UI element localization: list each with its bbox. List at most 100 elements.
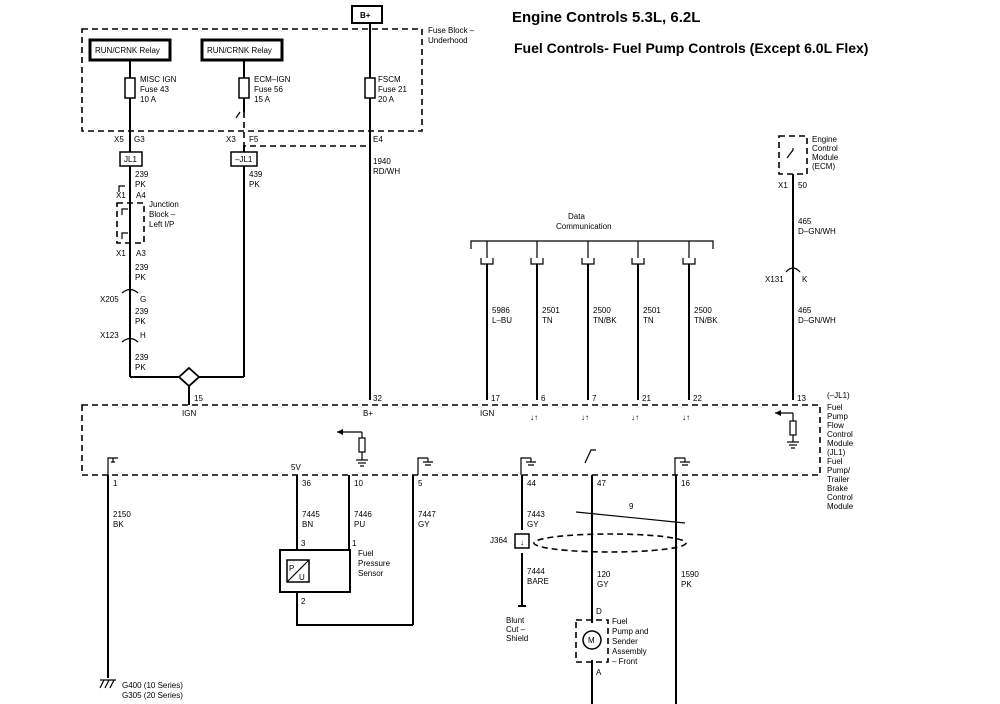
data-wire-num: 2501 <box>643 306 661 315</box>
svg-text:465: 465 <box>798 306 812 315</box>
svg-text:JL1: JL1 <box>124 155 137 164</box>
bottom-wire-color: PU <box>354 520 365 529</box>
bottom-wire-num: 1590 <box>681 570 699 579</box>
svg-text:Module: Module <box>827 439 854 448</box>
svg-text:Cut –: Cut – <box>506 625 526 634</box>
data-wire-color: TN/BK <box>593 316 617 325</box>
ground-icon <box>99 679 116 689</box>
data-wire-num: 2501 <box>542 306 560 315</box>
svg-text:Data: Data <box>568 212 585 221</box>
svg-text:7444: 7444 <box>527 567 545 576</box>
motor-icon <box>582 630 602 650</box>
svg-text:Fuse 43: Fuse 43 <box>140 85 169 94</box>
ecm-outline <box>778 135 808 175</box>
svg-text:MISC IGN: MISC IGN <box>140 75 177 84</box>
svg-text:Fuse 56: Fuse 56 <box>254 85 283 94</box>
svg-text:X1: X1 <box>778 181 788 190</box>
svg-text:Fuel: Fuel <box>827 403 843 412</box>
fuse-block-outline <box>81 28 423 132</box>
svg-text:Fuel: Fuel <box>612 617 628 626</box>
svg-text:32: 32 <box>373 394 382 403</box>
svg-text:10 A: 10 A <box>140 95 157 104</box>
svg-text:P: P <box>289 564 294 573</box>
bottom-wire-color: GY <box>597 580 609 589</box>
svg-text:RUN/CRNK Relay: RUN/CRNK Relay <box>95 46 160 55</box>
bottom-pin-label: 5V <box>291 463 301 472</box>
data-wire-color: TN/BK <box>694 316 718 325</box>
data-wire-color: TN <box>542 316 553 325</box>
svg-text:X131: X131 <box>765 275 784 284</box>
fuse-21-icon <box>364 77 376 99</box>
svg-text:Fuel: Fuel <box>827 457 843 466</box>
svg-text:Module: Module <box>827 502 854 511</box>
data-wire-pin: 7 <box>592 394 597 403</box>
svg-text:–JL1: –JL1 <box>235 155 253 164</box>
svg-text:(ECM): (ECM) <box>812 162 835 171</box>
svg-text:G400 (10 Series): G400 (10 Series) <box>122 681 183 690</box>
bottom-pin-number: 36 <box>302 479 311 488</box>
svg-text:Pump and: Pump and <box>612 627 648 636</box>
data-wire-pin: 21 <box>642 394 651 403</box>
bidirectional-arrow-icon: ↓↑ <box>631 413 639 422</box>
svg-text:2: 2 <box>301 597 306 606</box>
bplus-terminal-label: B+ <box>360 11 371 20</box>
svg-text:Sender: Sender <box>612 637 638 646</box>
fuel-pump-module-outline <box>81 404 821 476</box>
svg-text:239: 239 <box>135 263 149 272</box>
svg-text:H: H <box>140 331 146 340</box>
fuse-56-icon <box>238 77 250 99</box>
svg-text:X5: X5 <box>114 135 124 144</box>
svg-text:20 A: 20 A <box>378 95 395 104</box>
svg-text:↓: ↓ <box>520 538 524 547</box>
svg-text:J364: J364 <box>490 536 508 545</box>
bidirectional-arrow-icon: ↓↑ <box>682 413 690 422</box>
bottom-wire-num: 2150 <box>113 510 131 519</box>
svg-text:Left I/P: Left I/P <box>149 220 174 229</box>
svg-text:3: 3 <box>301 539 306 548</box>
diode-junction-icon <box>177 366 201 388</box>
svg-text:50: 50 <box>798 181 807 190</box>
svg-text:X205: X205 <box>100 295 119 304</box>
svg-text:Pump/: Pump/ <box>827 466 851 475</box>
data-wire-color: L–BU <box>492 316 512 325</box>
data-wire-num: 2500 <box>694 306 712 315</box>
bottom-wire-color: BK <box>113 520 124 529</box>
data-wire-pin: 6 <box>541 394 546 403</box>
svg-text:G305 (20 Series): G305 (20 Series) <box>122 691 183 700</box>
fuse-block-label: Fuse Block – <box>428 26 475 35</box>
svg-text:D: D <box>596 607 602 616</box>
bottom-pin-number: 10 <box>354 479 363 488</box>
bottom-wire-color: GY <box>527 520 539 529</box>
bottom-wire-num: 7447 <box>418 510 436 519</box>
svg-text:A4: A4 <box>136 191 146 200</box>
svg-text:F5: F5 <box>249 135 259 144</box>
svg-text:15 A: 15 A <box>254 95 271 104</box>
svg-text:239: 239 <box>135 170 149 179</box>
svg-text:X3: X3 <box>226 135 236 144</box>
svg-text:Control: Control <box>812 144 838 153</box>
svg-text:D–GN/WH: D–GN/WH <box>798 227 836 236</box>
svg-text:Module: Module <box>812 153 839 162</box>
fuel-pump-outline <box>575 619 609 663</box>
svg-text:239: 239 <box>135 353 149 362</box>
svg-text:Communication: Communication <box>556 222 612 231</box>
svg-text:Sensor: Sensor <box>358 569 384 578</box>
svg-text:15: 15 <box>194 394 203 403</box>
svg-text:K: K <box>802 275 808 284</box>
data-wire-color: TN <box>643 316 654 325</box>
svg-text:239: 239 <box>135 307 149 316</box>
svg-text:465: 465 <box>798 217 812 226</box>
svg-text:Shield: Shield <box>506 634 528 643</box>
page-title: Engine Controls 5.3L, 6.2L <box>512 9 700 26</box>
svg-text:13: 13 <box>797 394 806 403</box>
bottom-pin-number: 47 <box>597 479 606 488</box>
svg-text:RD/WH: RD/WH <box>373 167 400 176</box>
svg-text:– Front: – Front <box>612 657 638 666</box>
svg-text:PK: PK <box>135 273 146 282</box>
svg-text:M: M <box>588 636 595 645</box>
svg-text:FSCM: FSCM <box>378 75 401 84</box>
svg-text:X1: X1 <box>116 191 126 200</box>
fuse-43-icon <box>124 77 136 99</box>
svg-text:X1: X1 <box>116 249 126 258</box>
bottom-wire-num: 7446 <box>354 510 372 519</box>
